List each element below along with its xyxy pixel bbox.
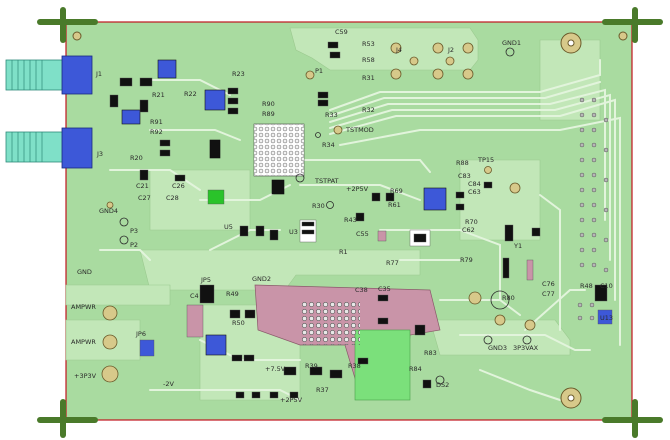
label-c77: C77 (542, 290, 555, 298)
label-r39: R39 (305, 362, 318, 370)
label-r31: R31 (362, 74, 375, 82)
label-c4: C4 (190, 292, 199, 300)
label-c76: C76 (542, 280, 555, 288)
label-r34: R34 (322, 141, 335, 149)
label-c83: C83 (458, 172, 471, 180)
label-r22: R22 (184, 90, 197, 98)
label-c55: C55 (356, 230, 369, 238)
label-jp5: JP5 (200, 276, 211, 284)
ic-packages[interactable] (121, 59, 447, 356)
label-gnd4: GND4 (99, 207, 118, 215)
label-r58: R58 (362, 56, 375, 64)
label-gnd2: GND2 (252, 275, 271, 283)
label-r30: R30 (312, 202, 325, 210)
label-r43: R43 (344, 216, 357, 224)
silkscreen-labels: J4 J2 GND1 C59 R53 R58 R31 R32 R33 TSTMO… (71, 28, 613, 404)
label-r84: R84 (409, 365, 422, 373)
label-r83: R83 (424, 349, 437, 357)
label-j1: J1 (95, 70, 102, 78)
label-j2: J2 (447, 46, 454, 54)
label-r89: R89 (262, 110, 275, 118)
label-p2: P2 (130, 241, 138, 249)
label-tstmod: TSTMOD (345, 126, 374, 134)
label-c28: C28 (166, 194, 179, 202)
label-j4: J4 (395, 46, 402, 54)
label-r33: R33 (325, 111, 338, 119)
label-r23: R23 (232, 70, 245, 78)
label-c59: C59 (335, 28, 348, 36)
label-c38: C38 (355, 286, 368, 294)
bright-green-pour (354, 329, 411, 401)
label-p7p5v: +7.5V (265, 365, 286, 373)
label-tstpat: TSTPAT (314, 177, 339, 185)
label-r53: R53 (362, 40, 375, 48)
label-tp15: TP15 (477, 156, 494, 164)
label-gnd: GND (77, 268, 92, 276)
bga-fpga[interactable] (253, 123, 305, 177)
via-columns (577, 97, 609, 321)
label-u5: U5 (224, 223, 233, 231)
sma-connector-j1[interactable] (5, 55, 93, 95)
label-r48: R48 (580, 282, 593, 290)
label-r90: R90 (262, 100, 275, 108)
label-u13: U13 (600, 314, 613, 322)
label-c10: C10 (600, 282, 613, 290)
label-p2p5v2: +2P5V (280, 396, 303, 404)
mounting-holes (72, 31, 628, 409)
label-r32: R32 (362, 106, 375, 114)
header-pads[interactable] (101, 42, 536, 383)
label-r79: R79 (460, 256, 473, 264)
label-c84: C84 (468, 180, 481, 188)
label-r80: R80 (502, 294, 515, 302)
label-r92: R92 (150, 128, 163, 136)
label-r49: R49 (226, 290, 239, 298)
label-r91: R91 (150, 118, 163, 126)
label-r50: R50 (232, 319, 245, 327)
label-r20: R20 (130, 154, 143, 162)
label-m2v: -2V (163, 380, 174, 388)
label-jp6: JP6 (135, 330, 146, 338)
label-r21: R21 (152, 91, 165, 99)
label-r1: R1 (339, 248, 348, 256)
label-r77: R77 (386, 259, 399, 267)
label-j3: J3 (96, 150, 103, 158)
label-p2p5v: +2P5V (346, 185, 369, 193)
label-y1: Y1 (513, 242, 522, 250)
label-c63: C63 (468, 188, 481, 196)
label-c35: C35 (378, 285, 391, 293)
label-c62: C62 (462, 226, 475, 234)
label-r70: R70 (465, 218, 478, 226)
label-gnd1: GND1 (502, 39, 521, 47)
mounting-marks (37, 7, 663, 438)
via-array (300, 300, 360, 345)
label-c21: C21 (136, 182, 149, 190)
test-points[interactable] (119, 47, 532, 385)
label-r69: R69 (390, 187, 403, 195)
label-ampwr1: AMPWR (71, 303, 96, 311)
label-r38: R38 (348, 362, 361, 370)
label-ds2: DS2 (436, 381, 449, 389)
sma-connector-j3[interactable] (5, 127, 93, 169)
label-r61: R61 (388, 201, 401, 209)
label-p3v3ax: 3P3VAX (513, 344, 539, 352)
label-c26: C26 (172, 182, 185, 190)
smd-components[interactable] (109, 41, 613, 399)
label-p3: P3 (130, 227, 138, 235)
label-p3v3: +3P3V (74, 372, 97, 380)
label-r37: R37 (316, 386, 329, 394)
label-c27: C27 (138, 194, 151, 202)
label-ampwr2: AMPWR (71, 338, 96, 346)
label-p1: P1 (315, 67, 323, 75)
label-gnd3: GND3 (488, 344, 507, 352)
label-r88: R88 (456, 159, 469, 167)
label-u3: U3 (289, 228, 298, 236)
